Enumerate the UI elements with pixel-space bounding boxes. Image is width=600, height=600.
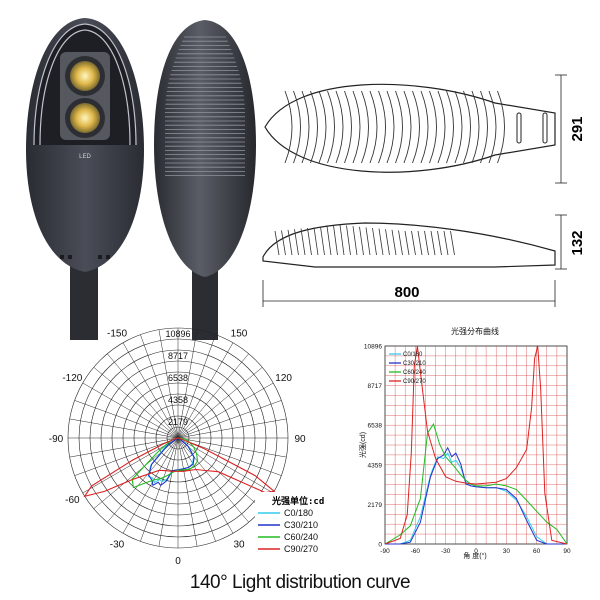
lamp-front-view: LED	[26, 18, 144, 340]
line-series-C60/240	[384, 422, 568, 545]
chart-xlabel: 角 度(°)	[463, 551, 486, 560]
cooling-fins	[33, 23, 137, 146]
polar-angle-label: -120	[62, 373, 82, 384]
led-lens-lower	[70, 103, 100, 133]
lamp-back-view	[154, 20, 256, 340]
chart-ytick-label: 10896	[364, 344, 382, 351]
line-series-C30/210	[385, 446, 567, 545]
back-fins	[165, 36, 245, 177]
pole-arm	[70, 265, 98, 340]
led-lens-upper	[70, 61, 100, 91]
polar-angle-label: 90	[294, 434, 306, 445]
polar-legend-label: C0/180	[284, 508, 313, 518]
polar-radial-tick: 10896	[165, 329, 190, 339]
dimension-drawing: 291 132 800	[262, 74, 586, 307]
polar-angle-label: -60	[65, 495, 80, 506]
chart-legend-label: C0/180	[403, 352, 423, 358]
polar-series-C60/240	[131, 437, 199, 489]
polar-angle-label: 0	[175, 556, 181, 565]
caption: 140° Light distribution curve	[189, 572, 411, 593]
polar-angle-label: -150	[107, 328, 127, 339]
chart-xtick-label: 90	[563, 548, 571, 555]
polar-radial-tick: 4358	[168, 395, 188, 405]
polar-angle-label: 150	[231, 328, 248, 339]
chart-ytick-label: 4359	[368, 462, 383, 469]
polar-radial-tick: 8717	[168, 351, 188, 361]
polar-legend-label: C30/210	[284, 520, 318, 530]
chart-xtick-label: -90	[380, 548, 390, 555]
chart-title: 光强分布曲线	[451, 326, 499, 336]
side-view-outline	[262, 222, 556, 268]
polar-angle-label: 120	[275, 373, 292, 384]
dim-height: 132	[569, 230, 586, 255]
polar-angle-label: -30	[110, 540, 125, 551]
chart-ytick-label: 6538	[368, 423, 383, 430]
chart-legend-label: C60/240	[403, 370, 426, 376]
chart-ytick-label: 8717	[368, 383, 383, 390]
chart-legend-label: C90/270	[403, 379, 426, 385]
polar-series-C30/210	[148, 437, 195, 487]
polar-radial-tick: 6538	[168, 373, 188, 383]
logo-text: LED	[79, 154, 91, 160]
line-series-C90/270	[384, 345, 568, 545]
polar-radial-tick: 2179	[168, 417, 188, 427]
polar-angle-label: -90	[49, 434, 64, 445]
chart-xtick-label: 60	[533, 548, 541, 555]
chart-xtick-label: 0	[474, 548, 478, 555]
polar-angle-label: 30	[233, 540, 245, 551]
dim-width: 291	[569, 116, 586, 141]
chart-ytick-label: 2179	[368, 502, 383, 509]
chart-xtick-label: -60	[411, 548, 421, 555]
dim-length: 800	[394, 284, 419, 301]
chart-xtick-label: -30	[441, 548, 451, 555]
polar-series-C90/270	[83, 437, 276, 498]
back-housing	[154, 20, 256, 277]
linear-distribution-chart: 光强分布曲线 光强(cd) 角 度(°) -90 -60 -30 0 30 60 90 108…	[358, 326, 571, 560]
chart-ylabel: 光强(cd)	[358, 432, 367, 458]
chart-xtick-label: 30	[503, 548, 511, 555]
polar-legend-label: C60/240	[284, 532, 318, 542]
polar-legend-label: C90/270	[284, 544, 318, 554]
plan-view-outline	[264, 83, 556, 173]
chart-legend-label: C30/210	[403, 361, 426, 367]
polar-unit-label: 光强单位:cd	[271, 495, 324, 507]
chart-ytick-label: 0	[378, 542, 382, 549]
